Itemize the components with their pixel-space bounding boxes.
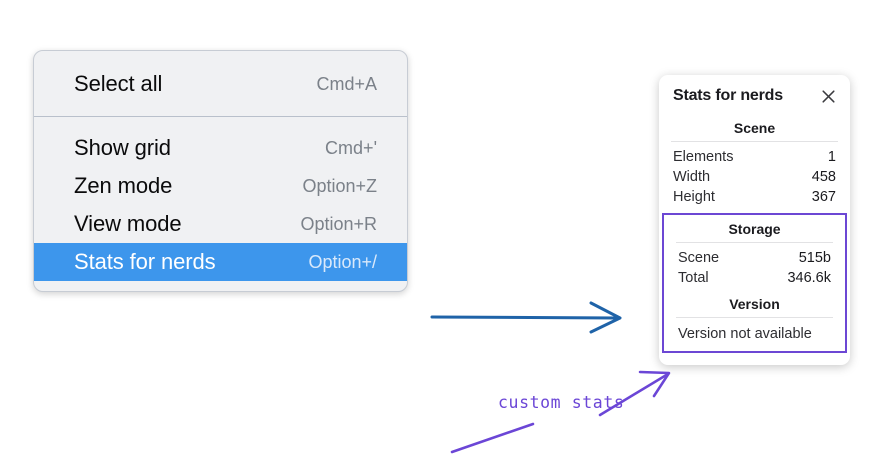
version-not-available-text: Version not available bbox=[678, 326, 812, 342]
menu-item-label: Stats for nerds bbox=[74, 249, 216, 274]
section-heading-scene: Scene bbox=[733, 120, 776, 136]
menu-item-shortcut: Option+R bbox=[300, 213, 377, 234]
stat-row-storage-total: Total 346.6k bbox=[664, 268, 845, 288]
callout-underline-stroke bbox=[450, 422, 535, 454]
stat-label: Total bbox=[678, 270, 709, 286]
panel-header: Stats for nerds bbox=[659, 87, 850, 105]
menu-group-1: Select all Cmd+A bbox=[34, 51, 407, 116]
menu-item-shortcut: Cmd+' bbox=[325, 137, 377, 158]
section-divider bbox=[676, 317, 833, 318]
menu-item-shortcut: Option+/ bbox=[308, 251, 377, 272]
callout-label-custom-stats: custom stats bbox=[498, 393, 625, 412]
stat-label: Height bbox=[673, 189, 715, 205]
menu-group-2: Show grid Cmd+' Zen mode Option+Z View m… bbox=[34, 117, 407, 291]
menu-separator bbox=[34, 116, 407, 117]
section-divider bbox=[671, 141, 838, 142]
stat-label: Scene bbox=[678, 250, 720, 266]
panel-title: Stats for nerds bbox=[673, 87, 783, 104]
menu-item-label: Show grid bbox=[74, 135, 171, 160]
stat-label: Width bbox=[673, 169, 711, 185]
flow-arrow-icon bbox=[430, 301, 622, 334]
context-menu[interactable]: Select all Cmd+A Show grid Cmd+' Zen mod… bbox=[33, 50, 408, 292]
stats-for-nerds-panel: Stats for nerds Scene Elements 1 Width 4… bbox=[659, 75, 850, 365]
menu-item-label: View mode bbox=[74, 211, 182, 236]
stat-row-storage-scene: Scene 515b bbox=[664, 248, 845, 268]
menu-item-select-all[interactable]: Select all Cmd+A bbox=[34, 65, 407, 103]
section-heading-version: Version bbox=[729, 296, 780, 312]
stat-value: 515b bbox=[798, 250, 831, 266]
close-icon[interactable] bbox=[820, 88, 837, 105]
menu-item-view-mode[interactable]: View mode Option+R bbox=[34, 205, 407, 243]
menu-item-shortcut: Cmd+A bbox=[316, 73, 377, 94]
menu-item-shortcut: Option+Z bbox=[302, 175, 377, 196]
menu-item-label: Select all bbox=[74, 71, 163, 96]
menu-item-show-grid[interactable]: Show grid Cmd+' bbox=[34, 129, 407, 167]
stat-value: 458 bbox=[811, 169, 836, 185]
menu-item-label: Zen mode bbox=[74, 173, 173, 198]
section-divider bbox=[676, 242, 833, 243]
stat-value: 346.6k bbox=[787, 270, 831, 286]
stat-label: Elements bbox=[673, 149, 734, 165]
menu-item-zen-mode[interactable]: Zen mode Option+Z bbox=[34, 167, 407, 205]
stat-value: 367 bbox=[811, 189, 836, 205]
stat-row-width: Width 458 bbox=[659, 167, 850, 187]
stat-value: 1 bbox=[827, 149, 836, 165]
stat-row-elements: Elements 1 bbox=[659, 147, 850, 167]
section-heading-storage: Storage bbox=[728, 221, 781, 237]
menu-item-stats-for-nerds[interactable]: Stats for nerds Option+/ bbox=[34, 243, 407, 281]
custom-stats-highlight-box: Storage Scene 515b Total 346.6k Version … bbox=[662, 213, 847, 353]
stat-row-height: Height 367 bbox=[659, 187, 850, 207]
